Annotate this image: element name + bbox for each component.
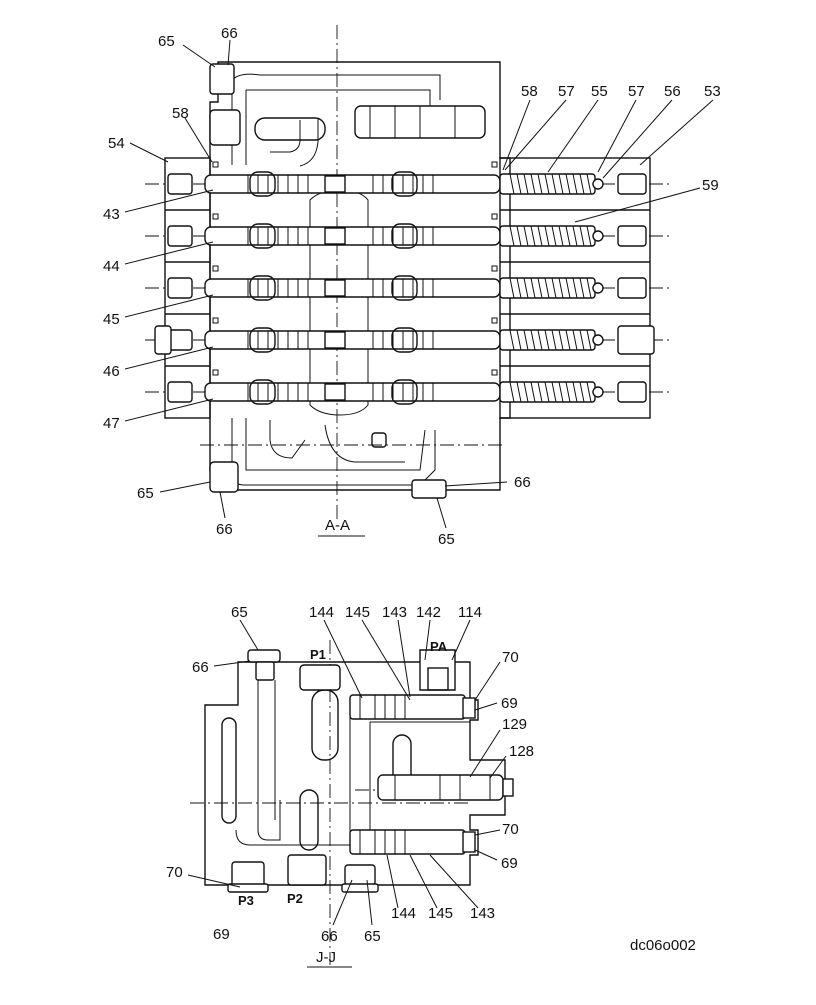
- cap-plug: [617, 225, 647, 247]
- spool-end-plug: [167, 381, 193, 403]
- j-j-labels: 65 66 144 145 143 142 114 70 69 129 128 …: [166, 604, 696, 966]
- spool: [204, 382, 501, 402]
- cap-plug: [617, 325, 655, 355]
- part-label: 114: [458, 604, 482, 621]
- port-label-p1: P1: [310, 647, 326, 662]
- part-label: 44: [103, 258, 120, 275]
- section-a-a: [145, 25, 670, 520]
- part-label: 66: [321, 928, 338, 945]
- part-label: 70: [502, 821, 519, 838]
- part-label: 69: [501, 855, 518, 872]
- part-label: 56: [664, 83, 681, 100]
- spool: [204, 278, 501, 298]
- part-label: 65: [158, 33, 175, 50]
- spool-end-plug: [167, 173, 193, 195]
- j-j-leaders: [187, 619, 507, 968]
- part-label: 58: [172, 105, 189, 122]
- section-title-j-j: J-J: [316, 949, 336, 966]
- part-label: 145: [345, 604, 370, 621]
- a-a-labels: 65 66 58 54 43 44 45 46 47 58 57 55 57 5…: [103, 25, 721, 548]
- spool: [204, 226, 501, 246]
- part-label: 69: [501, 695, 518, 712]
- part-label: 66: [216, 521, 233, 538]
- part-label: 57: [558, 83, 575, 100]
- part-label: 70: [166, 864, 183, 881]
- cap-plug: [617, 381, 647, 403]
- part-label: 43: [103, 206, 120, 223]
- part-label: 45: [103, 311, 120, 328]
- part-label: 65: [364, 928, 381, 945]
- part-label: 128: [509, 743, 534, 760]
- port-label-p3: P3: [238, 893, 254, 908]
- spool-group: [145, 161, 670, 405]
- section-j-j: P1 PA P3 P2: [190, 639, 515, 965]
- spool-end-plug: [167, 277, 193, 299]
- part-label: 144: [391, 905, 416, 922]
- part-label: 53: [704, 83, 721, 100]
- part-label: 58: [521, 83, 538, 100]
- part-label: 65: [231, 604, 248, 621]
- part-label: 66: [192, 659, 209, 676]
- part-label: 57: [628, 83, 645, 100]
- section-title-a-a: A-A: [325, 517, 350, 534]
- part-label: 70: [502, 649, 519, 666]
- a-a-leaders: [124, 39, 714, 537]
- spool-end-plug: [167, 225, 193, 247]
- part-label: 66: [514, 474, 531, 491]
- figure-code: dc06o002: [630, 937, 696, 954]
- port-label-pa: PA: [430, 639, 448, 654]
- cap-plug: [617, 277, 647, 299]
- part-label: 65: [137, 485, 154, 502]
- part-label: 129: [502, 716, 527, 733]
- port-label-p2: P2: [287, 891, 303, 906]
- part-label: 59: [702, 177, 719, 194]
- spool: [204, 174, 501, 194]
- spool: [204, 330, 501, 350]
- part-label: 144: [309, 604, 334, 621]
- part-label: 143: [382, 604, 407, 621]
- part-label: 46: [103, 363, 120, 380]
- part-label: 142: [416, 604, 441, 621]
- part-label: 143: [470, 905, 495, 922]
- part-label: 55: [591, 83, 608, 100]
- part-label: 69: [213, 926, 230, 943]
- part-label: 145: [428, 905, 453, 922]
- cap-plug: [617, 173, 647, 195]
- part-label: 66: [221, 25, 238, 42]
- part-label: 47: [103, 415, 120, 432]
- part-label: 54: [108, 135, 125, 152]
- part-label: 65: [438, 531, 455, 548]
